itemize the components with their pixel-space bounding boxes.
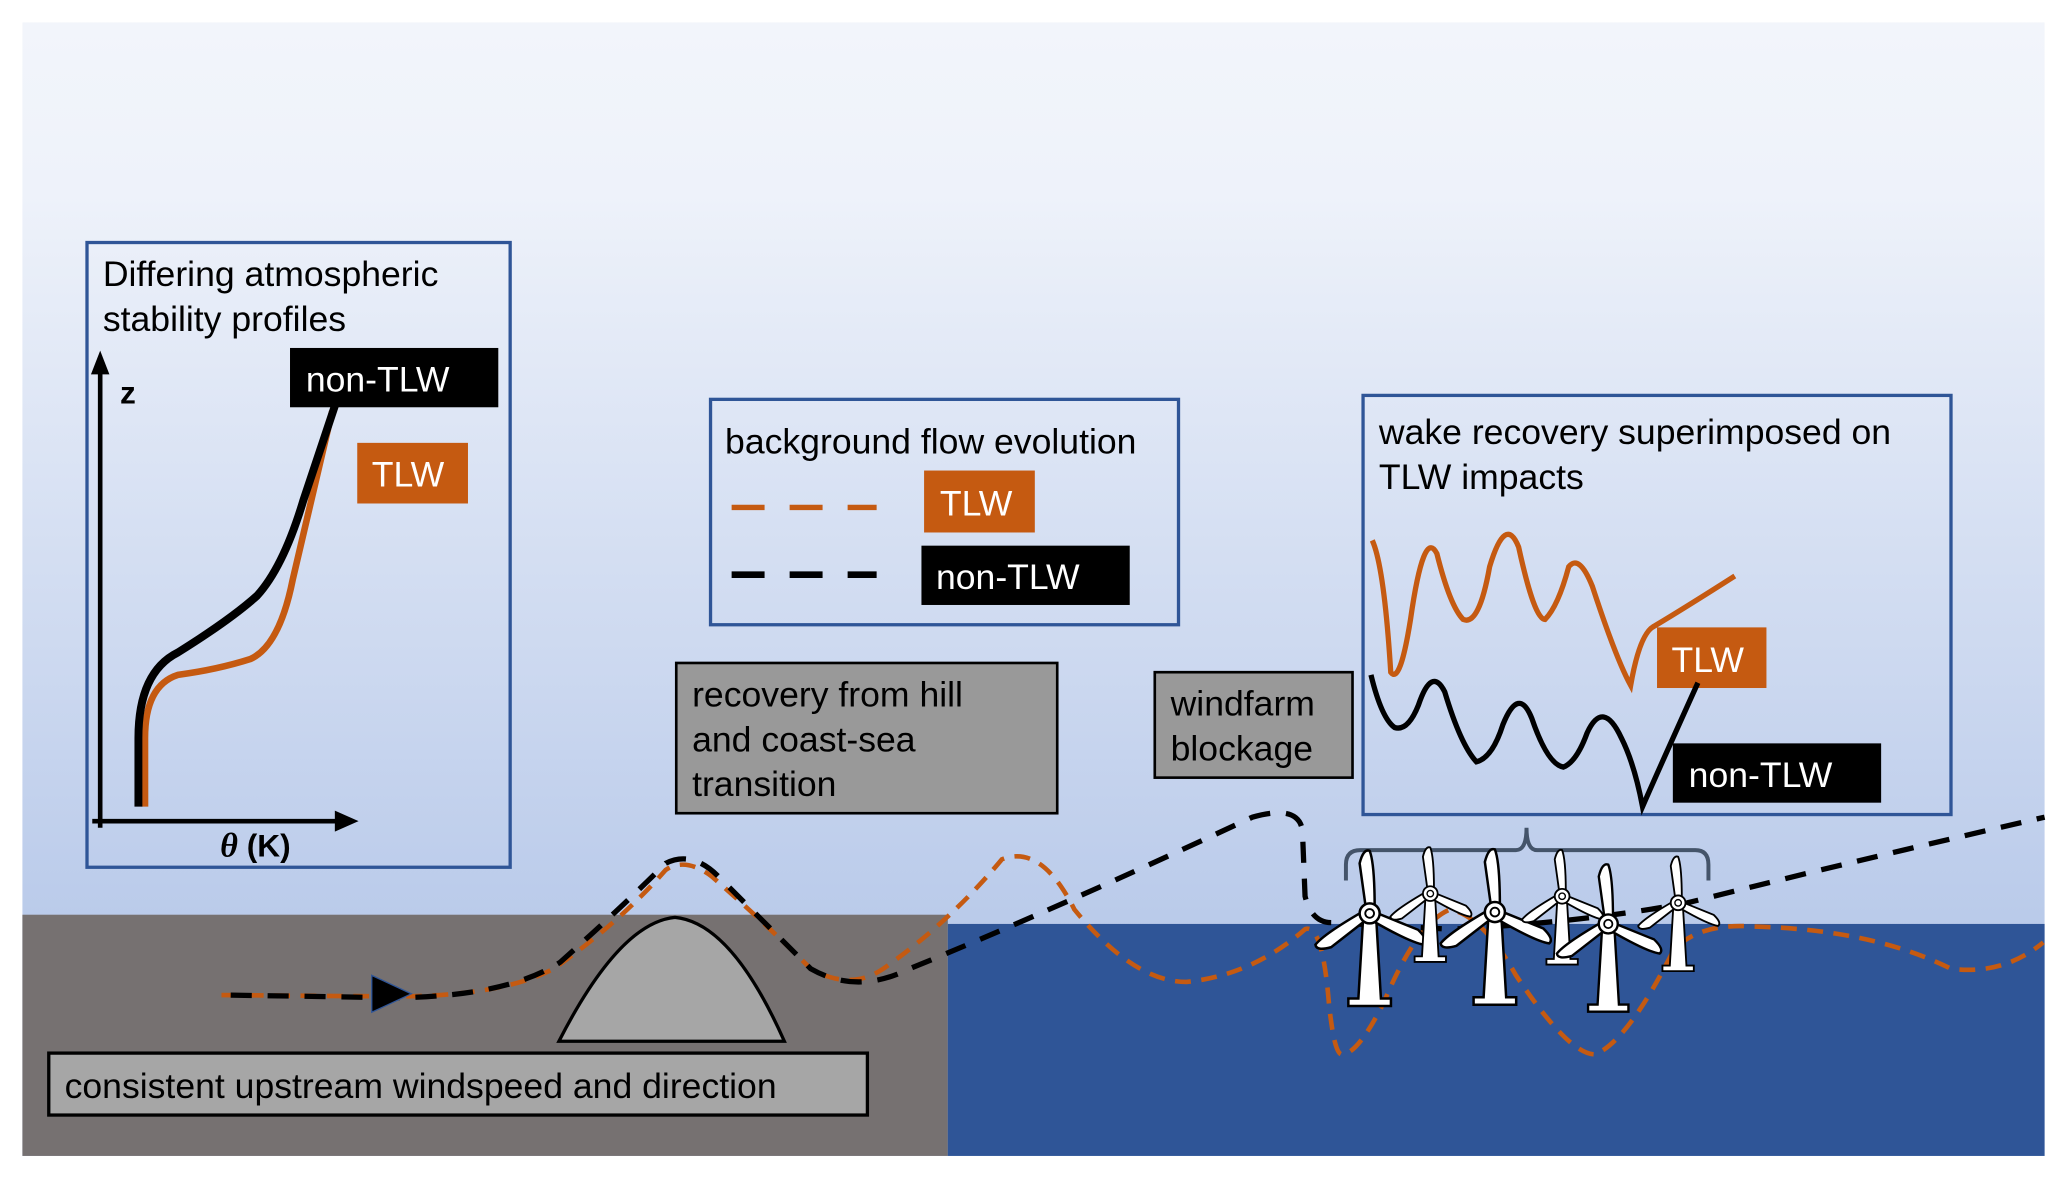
non-tlw-flow-line xyxy=(230,810,2046,1001)
windfarm-brace xyxy=(1343,827,1711,881)
wake-tlw-wave xyxy=(1369,531,1737,694)
wake-non-tlw-box xyxy=(1672,743,1882,803)
z-axis-label: z xyxy=(120,374,136,410)
upstream-text: consistent upstream windspeed and direct… xyxy=(65,1066,777,1106)
blockage-text-line1: windfarm xyxy=(1170,684,1315,724)
stability-title-line2: stability profiles xyxy=(103,299,346,339)
stability-title-line1: Differing atmospheric xyxy=(103,254,439,294)
blockage-callout: windfarm blockage xyxy=(1153,670,1354,779)
legend-tlw-box xyxy=(924,470,1035,533)
theta-unit: (K) xyxy=(238,828,291,864)
tlw-label-box xyxy=(357,442,468,504)
theta-symbol: θ xyxy=(220,827,238,865)
stability-panel: Differing atmospheric stability profiles… xyxy=(85,240,512,869)
wake-panel: wake recovery superimposed on TLW impact… xyxy=(1361,393,1953,817)
non-tlw-profile-label: non-TLW xyxy=(306,359,450,399)
non-tlw-profile-curve xyxy=(134,400,340,807)
tlw-profile-label: TLW xyxy=(372,454,445,494)
legend-non-tlw-label: non-TLW xyxy=(936,557,1080,597)
wake-non-tlw-wave xyxy=(1368,674,1701,816)
land xyxy=(22,914,948,1156)
theta-axis-label: θ (K) xyxy=(220,827,291,865)
tlw-flow-line xyxy=(221,854,2045,1057)
wake-non-tlw-label: non-TLW xyxy=(1689,755,1833,795)
wind-direction-arrow-icon xyxy=(371,974,413,1014)
recovery-text-line1: recovery from hill xyxy=(692,674,963,714)
wake-title-line1: wake recovery superimposed on xyxy=(1378,412,1891,452)
hill xyxy=(556,915,787,1043)
legend-panel: background flow evolution TLW non-TLW xyxy=(708,397,1181,627)
legend-title: background flow evolution xyxy=(725,421,1136,461)
non-tlw-label-box xyxy=(290,347,499,408)
upstream-callout: consistent upstream windspeed and direct… xyxy=(47,1051,870,1117)
wake-title-line2: TLW impacts xyxy=(1379,457,1584,497)
recovery-text-line2: and coast-sea xyxy=(692,719,916,759)
wake-tlw-box xyxy=(1657,627,1767,689)
wake-tlw-label: TLW xyxy=(1672,640,1745,680)
recovery-text-line3: transition xyxy=(692,764,836,804)
z-axis-arrow-icon xyxy=(90,350,110,375)
tlw-profile-curve xyxy=(141,410,336,807)
blockage-text-line2: blockage xyxy=(1171,729,1313,769)
theta-axis-arrow-icon xyxy=(334,810,359,832)
legend-non-tlw-box xyxy=(921,545,1130,605)
recovery-callout: recovery from hill and coast-sea transit… xyxy=(674,661,1059,815)
legend-tlw-label: TLW xyxy=(940,483,1013,523)
